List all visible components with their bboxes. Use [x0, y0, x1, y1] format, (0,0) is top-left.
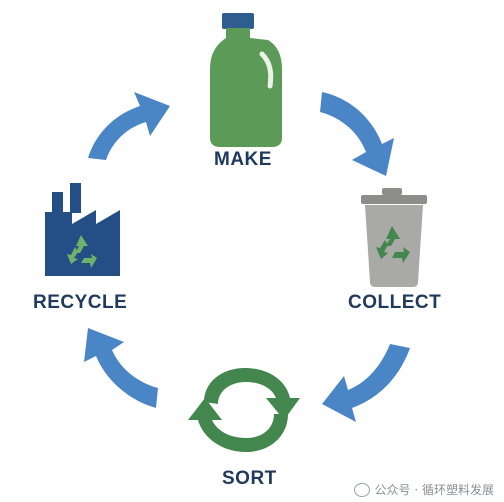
watermark: 公众号 · 循环塑料发展 [353, 481, 494, 498]
step-label-make: MAKE [214, 149, 272, 170]
arrow-collect-to-sort [322, 344, 410, 422]
arrow-recycle-to-make [88, 92, 170, 160]
recycle-symbol-icon [376, 226, 410, 263]
trash-bin-icon [361, 188, 427, 287]
bottle-icon [210, 13, 282, 147]
wechat-icon [353, 482, 370, 497]
arrow-make-to-collect [320, 92, 394, 176]
recycle-symbol-icon [67, 235, 97, 268]
step-label-recycle: RECYCLE [33, 292, 128, 313]
factory-icon [45, 183, 120, 276]
step-label-sort: SORT [222, 468, 277, 489]
watermark-text: 公众号 · 循环塑料发展 [374, 483, 494, 497]
sort-cycle-icon [188, 368, 300, 452]
step-label-collect: COLLECT [348, 292, 442, 313]
arrow-sort-to-recycle [84, 328, 158, 408]
